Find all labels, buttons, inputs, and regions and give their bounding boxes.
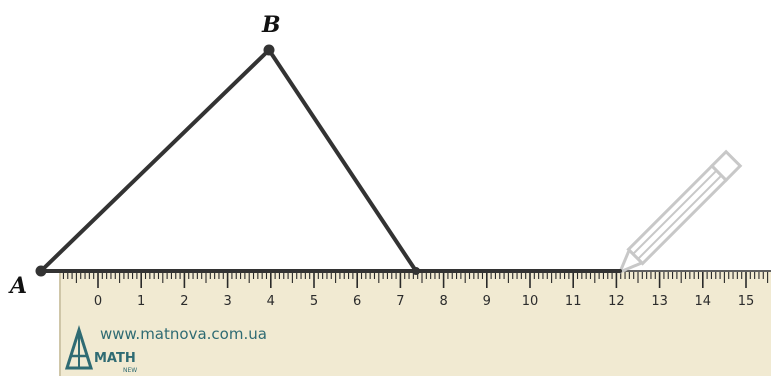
ruler-tick-label: 7 bbox=[396, 294, 404, 309]
ruler-tick-label: 5 bbox=[310, 294, 318, 309]
ruler-tick-label: 10 bbox=[522, 294, 539, 309]
brand-logo-subtext: NEW bbox=[123, 367, 137, 374]
math-logo-icon bbox=[64, 325, 94, 370]
ruler-body bbox=[60, 272, 771, 376]
label-B: B bbox=[261, 12, 281, 38]
ruler-tick-label: 3 bbox=[223, 294, 231, 309]
point-A bbox=[35, 265, 47, 277]
ruler-tick-label: 0 bbox=[94, 294, 102, 309]
ruler-tick-label: 8 bbox=[439, 294, 447, 309]
ruler-tick-label: 9 bbox=[483, 294, 491, 309]
ruler-tick-label: 15 bbox=[738, 294, 755, 309]
ruler-tick-label: 14 bbox=[695, 294, 712, 309]
point-B bbox=[263, 44, 275, 56]
ruler-tick-label: 1 bbox=[137, 294, 145, 309]
pencil-icon bbox=[618, 149, 743, 274]
point-base-end bbox=[412, 267, 420, 275]
ruler-tick-label: 2 bbox=[180, 294, 188, 309]
ruler-ticks bbox=[62, 272, 769, 288]
ruler-tick-label: 12 bbox=[608, 294, 625, 309]
brand-logo-text: MATH bbox=[94, 351, 136, 366]
ruler-tick-label: 4 bbox=[267, 294, 275, 309]
triangle bbox=[39, 48, 622, 273]
segment-AB bbox=[39, 48, 271, 273]
segment-B-to-base bbox=[267, 48, 418, 273]
ruler-tick-label: 13 bbox=[651, 294, 668, 309]
ruler-tick-label: 11 bbox=[565, 294, 582, 309]
label-A: A bbox=[8, 273, 27, 299]
ruler-tick-label: 6 bbox=[353, 294, 361, 309]
brand-url: www.matnova.com.ua bbox=[100, 325, 267, 343]
